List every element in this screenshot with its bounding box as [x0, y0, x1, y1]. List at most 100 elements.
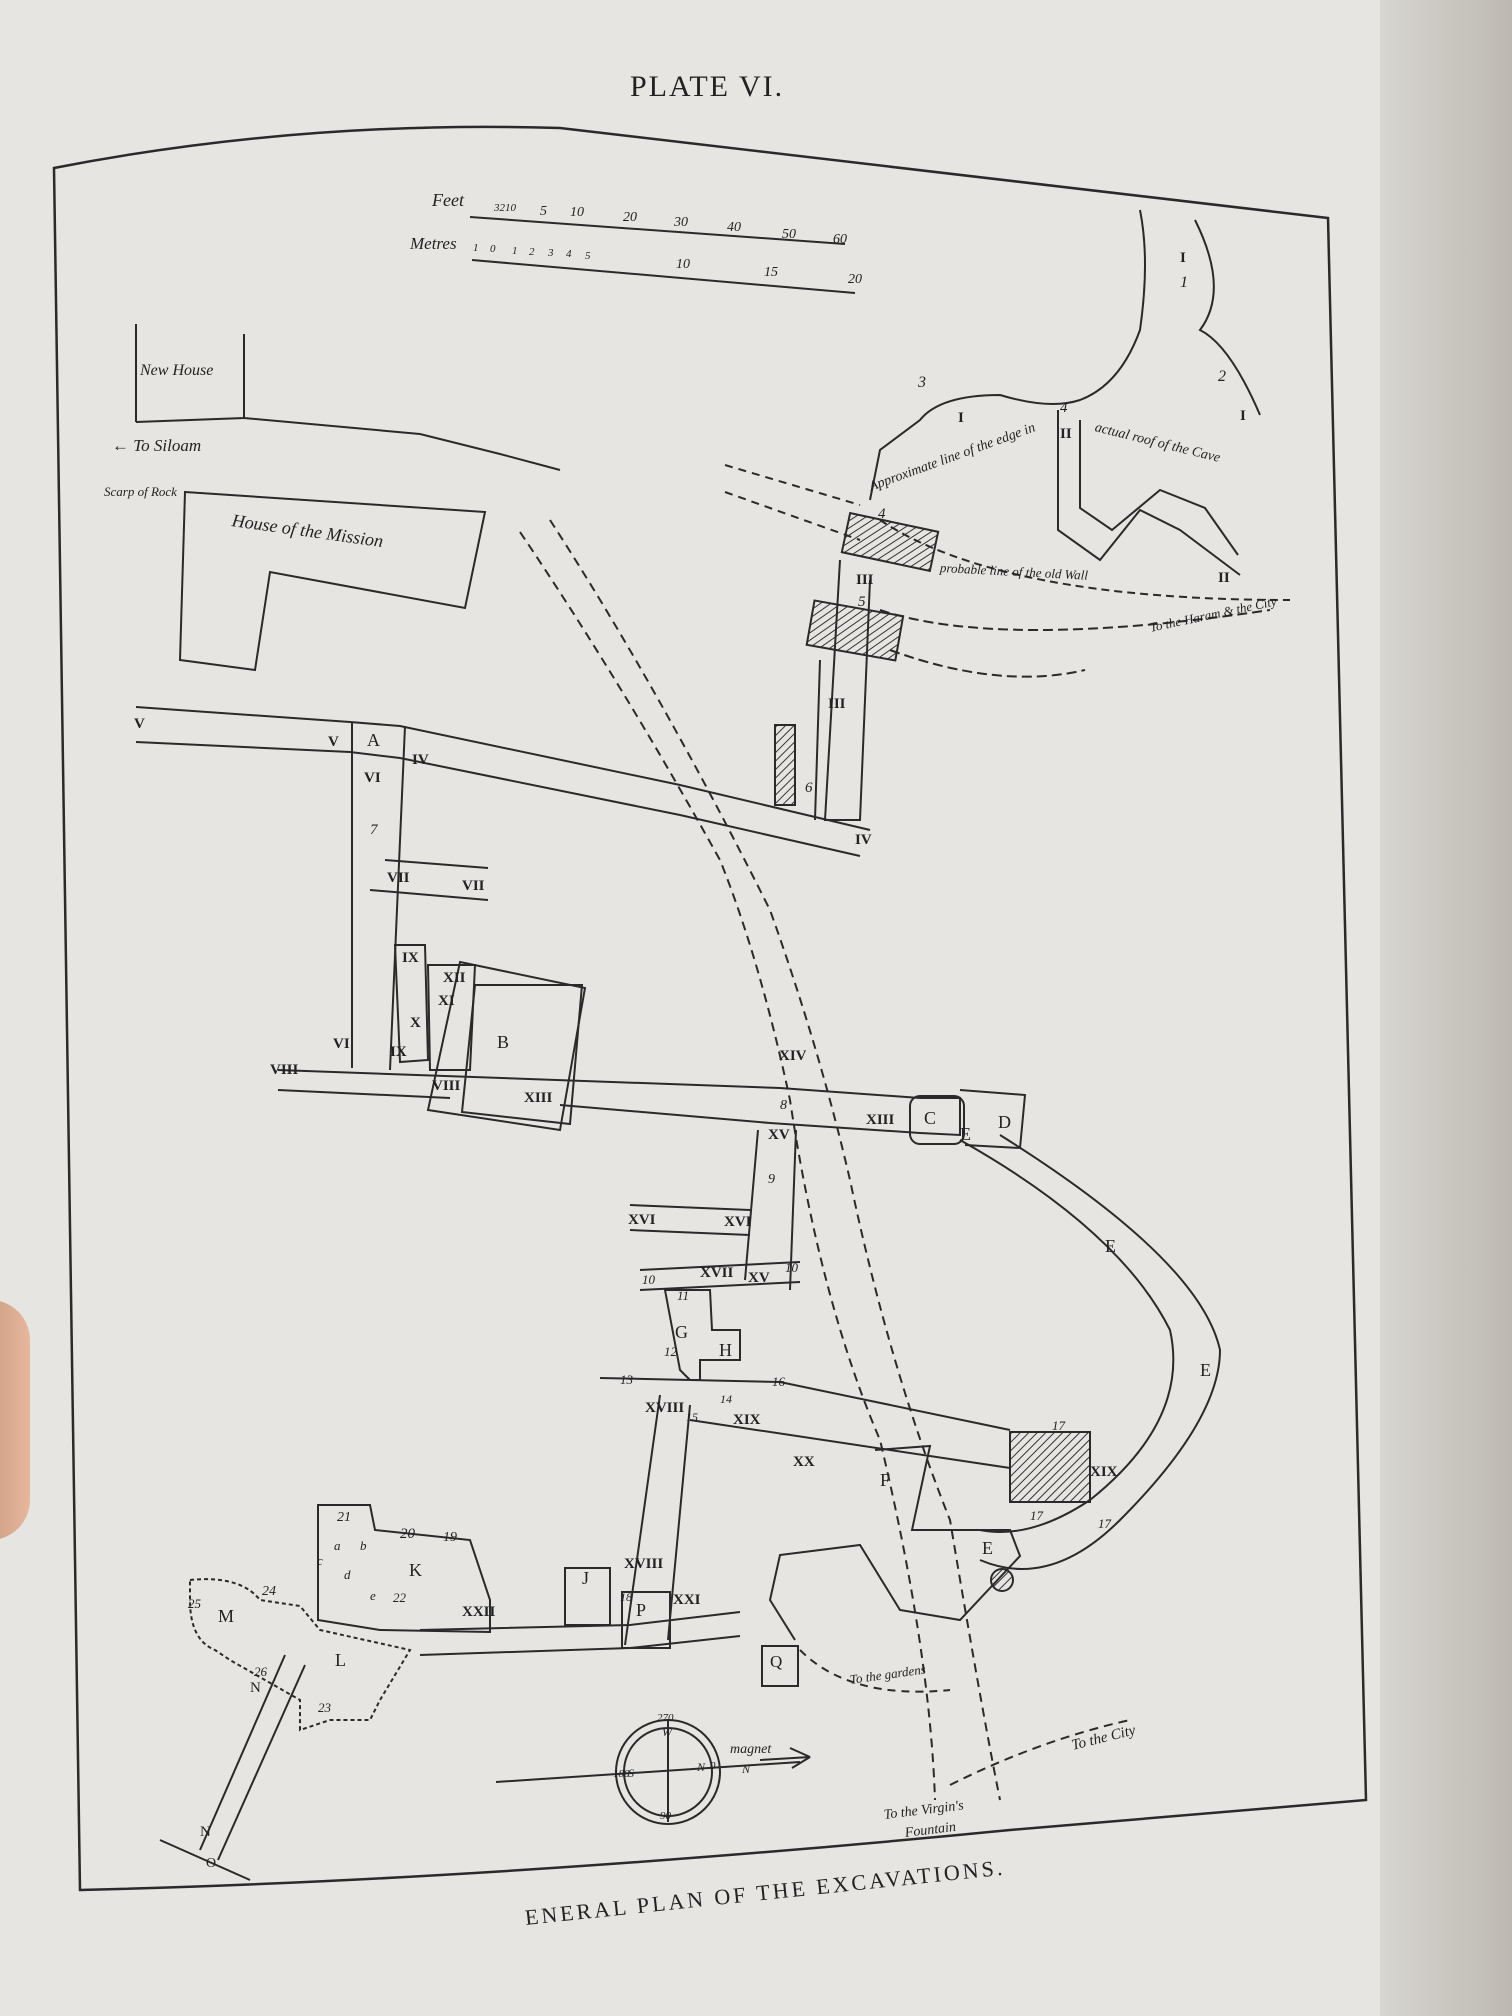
shaft-label: 20	[400, 1526, 415, 1542]
scale-feet-tick: 60	[833, 232, 847, 247]
path-E-inner	[959, 1139, 1175, 1533]
scale-metres-tick: 3	[548, 247, 554, 259]
shaft-label: IX	[390, 1044, 407, 1060]
shaft-label: X	[410, 1015, 421, 1031]
shaft-label: IV	[855, 832, 872, 848]
scale-metres-tick: 15	[764, 265, 778, 280]
shaft-label: 17	[1052, 1418, 1065, 1433]
gallery-VIII	[277, 1069, 921, 1099]
scale-metres-tick: 4	[566, 248, 572, 260]
plate-title: PLATE VI.	[630, 70, 785, 103]
shaft-label: 15	[686, 1410, 698, 1424]
scale-bar-metres	[471, 259, 856, 294]
shaft-label: 25	[188, 1596, 201, 1611]
road-to-city	[949, 1719, 1131, 1786]
shaft-label: XIII	[866, 1112, 895, 1128]
road-to-haram-b	[889, 649, 1086, 678]
shaft-label: III	[828, 696, 846, 712]
shaft-label: 7	[370, 822, 378, 838]
chamber-IX	[393, 944, 430, 1064]
shaft-label: V	[134, 716, 145, 732]
holding-thumb	[0, 1300, 30, 1540]
chamber-C	[909, 1095, 965, 1145]
shaft-label: 8	[780, 1098, 787, 1113]
shaft-label: E	[982, 1538, 993, 1558]
shaft-label: VI	[364, 770, 381, 786]
shaft-label: 6	[805, 780, 813, 796]
shaft-label: 2	[1218, 368, 1226, 385]
path-E	[979, 1134, 1222, 1570]
compass-ew-line	[495, 1761, 801, 1783]
shaft-label: III	[856, 572, 874, 588]
shaft-label: XVIII	[624, 1556, 664, 1572]
cave-outline	[869, 209, 1261, 501]
shaft-label: XV	[748, 1270, 770, 1286]
passage-N	[199, 1654, 306, 1861]
scarp-of-rock-label: Scarp of Rock	[104, 484, 177, 499]
scale-metres-tick: 1	[473, 242, 479, 254]
excavation-plan-map	[52, 125, 1368, 1892]
scale-feet-tick: 30	[674, 215, 688, 230]
shaft-label: I	[1240, 408, 1246, 424]
shaft-label: 22	[393, 1590, 406, 1605]
shaft-label: 14	[720, 1392, 732, 1406]
shaft-label: 13	[620, 1372, 633, 1387]
shaft-label: L	[335, 1650, 346, 1670]
shaft-label: J	[582, 1568, 590, 1588]
shaft-label: 4	[878, 506, 886, 522]
shaft-label: 5	[858, 594, 866, 610]
shaft-label: 19	[443, 1530, 457, 1545]
compass-deg-180: 180	[613, 1768, 630, 1780]
shaft-XVIII	[624, 1394, 691, 1646]
shaft-label: XVI	[724, 1214, 752, 1230]
shaft-label: 23	[318, 1700, 331, 1715]
shaft-label: XII	[443, 970, 466, 986]
shaft-label: XVI	[628, 1212, 656, 1228]
compass-south: S	[628, 1766, 634, 1780]
scale-feet-tick: 10	[570, 205, 584, 220]
shaft-label: IX	[402, 950, 419, 966]
structure-G-H	[663, 1289, 741, 1381]
shaft-label: I	[1180, 250, 1186, 266]
shaft-label: K	[409, 1560, 422, 1580]
shaft-label: E	[960, 1124, 971, 1144]
scale-feet-tick: 50	[782, 227, 796, 242]
structure-F	[768, 1444, 1022, 1641]
road-dashed-main-b	[549, 519, 1001, 1801]
shaft-label: d	[344, 1567, 351, 1582]
chamber-P	[621, 1591, 671, 1649]
passage-N-end	[159, 1839, 251, 1881]
book-page	[0, 0, 1400, 2016]
shaft-label: Q	[770, 1652, 783, 1671]
hatched-wall-block-2	[805, 599, 905, 662]
compass-deg-270: 270	[657, 1712, 674, 1724]
shaft-label: XXII	[462, 1604, 496, 1620]
shaft-label: e	[370, 1588, 376, 1603]
shaft-label: II	[1060, 426, 1072, 442]
shaft-label: II	[1218, 570, 1230, 586]
shaft-label: E	[1105, 1236, 1116, 1256]
scale-metres-label: Metres	[410, 234, 457, 253]
road-dashed-main	[519, 531, 936, 1801]
shaft-label: 3	[918, 374, 926, 391]
gallery-XVII	[639, 1261, 801, 1291]
shaft-III	[823, 559, 871, 821]
chamber-Q	[761, 1645, 799, 1687]
scale-bar-feet	[469, 216, 846, 245]
shaft-label: A	[367, 730, 380, 750]
shaft-label: C	[924, 1108, 937, 1128]
shaft-label: N	[250, 1680, 261, 1696]
gallery-XIX-b	[689, 1419, 1011, 1469]
scale-metres-tick: 0	[490, 243, 496, 255]
shaft-label: XIII	[524, 1090, 553, 1106]
shaft-label: XVIII	[645, 1400, 685, 1416]
compass-deg-90: 90	[660, 1810, 671, 1822]
shaft-III-lower	[814, 659, 821, 821]
chamber-D	[959, 1089, 1027, 1150]
shaft-label: I	[958, 410, 964, 426]
scale-feet-label: Feet	[432, 190, 464, 210]
shaft-label: N	[200, 1824, 211, 1840]
gallery-VII	[369, 859, 489, 901]
plate-frame	[52, 125, 1368, 1892]
hatched-wall-block-3	[774, 724, 796, 806]
